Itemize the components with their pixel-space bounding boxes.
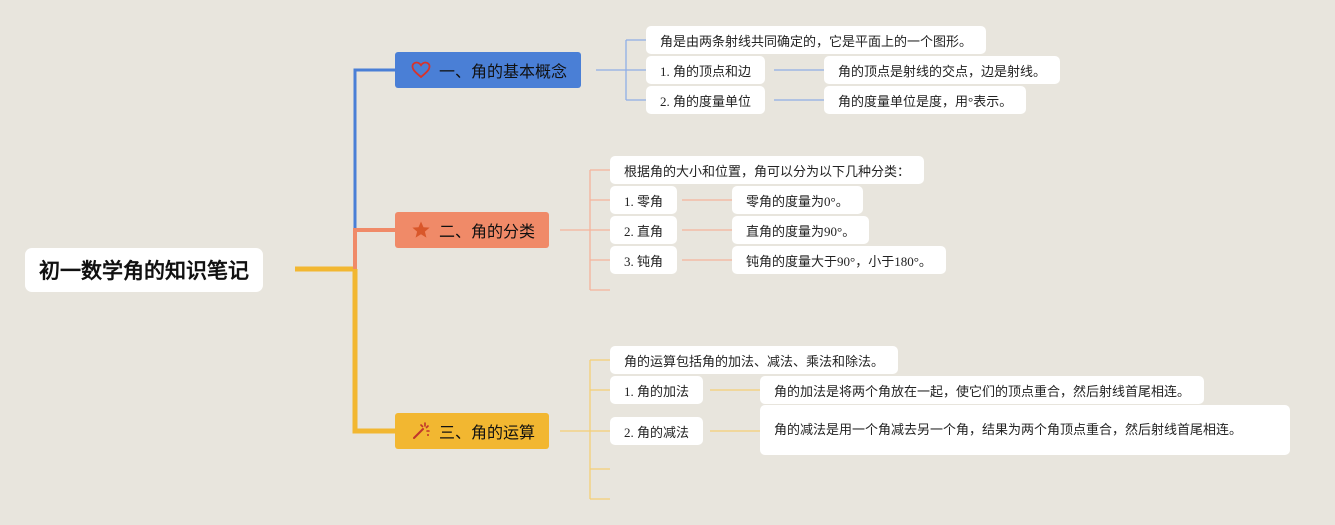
branch3-detail-lines xyxy=(710,389,760,432)
branch3-item-1-detail[interactable]: 角的加法是将两个角放在一起，使它们的顶点重合，然后射线首尾相连。 xyxy=(760,376,1205,404)
branch2-connector xyxy=(353,228,395,269)
root-node[interactable]: 初一数学角的知识笔记 xyxy=(25,248,263,292)
branch1-summary[interactable]: 角是由两条射线共同确定的，它是平面上的一个图形。 xyxy=(646,26,987,54)
branch2-children-lines xyxy=(560,169,610,291)
branch2-item-3-detail[interactable]: 钝角的度量大于90°，小于180°。 xyxy=(732,246,946,274)
branch1-children-lines xyxy=(596,39,646,101)
branch3-summary[interactable]: 角的运算包括角的加法、减法、乘法和除法。 xyxy=(610,346,899,374)
branch3-label: 三、角的运算 xyxy=(439,423,536,442)
branch2-summary[interactable]: 根据角的大小和位置，角可以分为以下几种分类： xyxy=(610,156,925,184)
heart-icon xyxy=(411,60,431,80)
branch1-item-1[interactable]: 1. 角的顶点和边 xyxy=(646,56,766,84)
branch3-connector xyxy=(352,269,395,434)
branch3-item-1[interactable]: 1. 角的加法 xyxy=(610,376,704,404)
branch3-node[interactable]: 三、角的运算 xyxy=(395,413,550,449)
branch3-item-2-detail[interactable]: 角的减法是用一个角减去另一个角，结果为两个角顶点重合，然后射线首尾相连。 xyxy=(760,405,1290,455)
branch2-node[interactable]: 二、角的分类 xyxy=(395,212,550,248)
branch3-children-lines xyxy=(560,359,610,500)
magic-wand-icon xyxy=(411,421,431,441)
star-icon xyxy=(411,220,431,240)
branch1-item-1-detail[interactable]: 角的顶点是射线的交点，边是射线。 xyxy=(824,56,1061,84)
branch2-item-3[interactable]: 3. 钝角 xyxy=(610,246,678,274)
branch1-item-2-detail[interactable]: 角的度量单位是度，用°表示。 xyxy=(824,86,1027,114)
branch3-item-2[interactable]: 2. 角的减法 xyxy=(610,417,704,445)
branch2-item-1[interactable]: 1. 零角 xyxy=(610,186,678,214)
branch2-item-2[interactable]: 2. 直角 xyxy=(610,216,678,244)
branch1-detail-lines xyxy=(774,69,824,101)
branch2-item-2-detail[interactable]: 直角的度量为90°。 xyxy=(732,216,870,244)
branch2-detail-lines xyxy=(682,199,732,261)
branch1-connector xyxy=(353,68,395,269)
branch1-node[interactable]: 一、角的基本概念 xyxy=(395,52,582,88)
root-title: 初一数学角的知识笔记 xyxy=(39,259,249,283)
branch2-item-1-detail[interactable]: 零角的度量为0°。 xyxy=(732,186,863,214)
branch2-label: 二、角的分类 xyxy=(439,222,536,241)
branch1-item-2[interactable]: 2. 角的度量单位 xyxy=(646,86,766,114)
branch1-label: 一、角的基本概念 xyxy=(439,62,568,81)
